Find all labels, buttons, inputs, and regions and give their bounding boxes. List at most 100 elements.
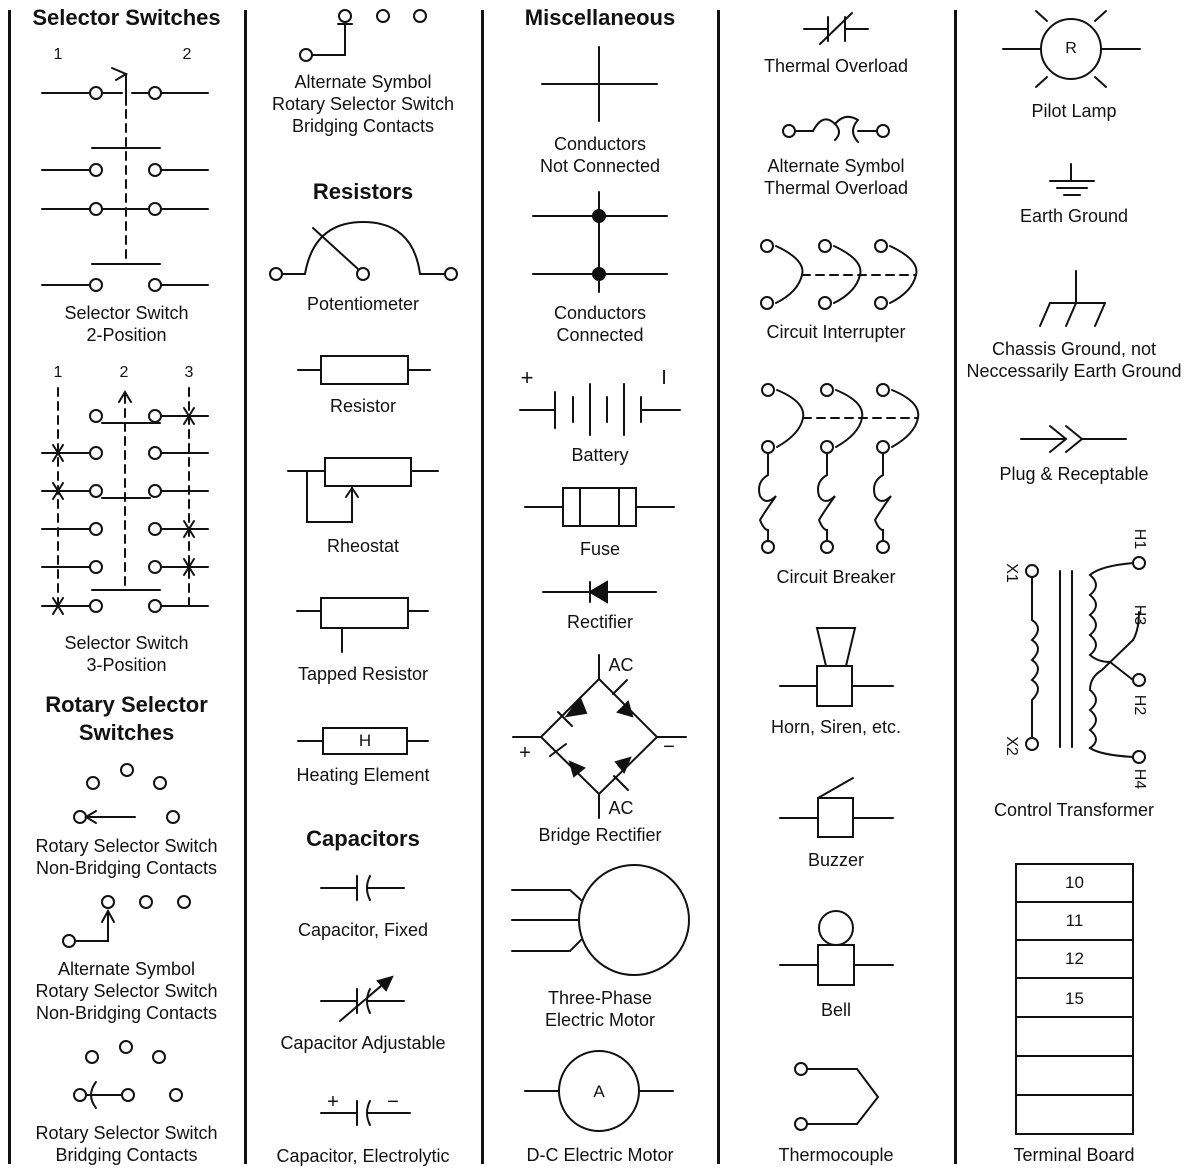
- pilot-lamp-symbol: [1002, 10, 1141, 88]
- thermocouple-symbol: [794, 1062, 880, 1131]
- position-label: 1: [53, 46, 63, 63]
- capacitor-electrolytic-label: Capacitor, Electrolytic: [276, 1146, 450, 1166]
- transformer-terminal-h4: H4: [1131, 768, 1148, 790]
- alt-thermal-overload-symbol: [782, 115, 890, 143]
- fuse-symbol: [524, 487, 675, 527]
- potentiometer-symbol: [269, 220, 458, 281]
- battery-label: Battery: [571, 445, 629, 465]
- conductors-not-connected-label: Conductors Not Connected: [539, 134, 661, 176]
- alt-rotary-bridging-symbol: [299, 9, 427, 62]
- bridge-ac-top-label: AC: [608, 655, 634, 675]
- capacitor-plus-sign: +: [327, 1091, 339, 1113]
- control-transformer-symbol: [1025, 556, 1146, 764]
- alt-rotary-nonbridging-symbol: [62, 895, 191, 948]
- column-divider: [244, 10, 247, 1164]
- three-phase-motor-symbol: [511, 864, 690, 976]
- conductors-connected-label: Conductors Connected: [553, 303, 647, 345]
- circuit-breaker-label: Circuit Breaker: [776, 567, 896, 587]
- battery-plus-sign: +: [520, 365, 534, 390]
- transformer-terminal-h1: H1: [1131, 528, 1148, 550]
- column-divider: [717, 10, 720, 1164]
- bridge-rectifier-label: Bridge Rectifier: [538, 825, 662, 845]
- position-label: 1: [53, 364, 63, 381]
- section-title-capacitors: Capacitors: [306, 826, 420, 851]
- battery-symbol: [519, 383, 681, 436]
- terminal-board-symbol: [1015, 863, 1134, 1135]
- terminal-board-label: Terminal Board: [1013, 1145, 1135, 1165]
- earth-ground-symbol: [1049, 163, 1095, 196]
- chassis-ground-label: Chassis Ground, not Neccessarily Earth G…: [966, 339, 1182, 381]
- capacitor-electrolytic-symbol: [320, 1100, 411, 1126]
- bridge-ac-bottom-label: AC: [608, 798, 634, 818]
- transformer-terminal-h2: H2: [1131, 694, 1148, 716]
- section-title-miscellaneous: Miscellaneous: [524, 5, 676, 30]
- column-divider: [481, 10, 484, 1164]
- position-label: 3: [184, 364, 194, 381]
- selector-switch-2pos-symbol: [41, 67, 209, 292]
- earth-ground-label: Earth Ground: [1019, 206, 1129, 226]
- heating-element-symbol: [297, 727, 429, 755]
- circuit-interrupter-label: Circuit Interrupter: [766, 322, 906, 342]
- conductors-not-connected-symbol: [541, 46, 658, 122]
- circuit-breaker-symbol: [758, 383, 920, 554]
- bell-label: Bell: [820, 1000, 851, 1020]
- rotary-nonbridging-label: Rotary Selector Switch Non-Bridging Cont…: [35, 836, 218, 878]
- rheostat-symbol: [287, 457, 439, 523]
- conductors-connected-symbol: [532, 191, 668, 293]
- pilot-lamp-label: Pilot Lamp: [1031, 101, 1117, 121]
- terminal-board-cell: 15: [1065, 989, 1084, 1008]
- terminal-board-cell: 11: [1065, 911, 1084, 930]
- selector-switch-2pos-label: Selector Switch 2-Position: [64, 303, 189, 345]
- potentiometer-label: Potentiometer: [306, 294, 420, 314]
- dc-motor-letter: A: [593, 1082, 605, 1101]
- bell-symbol: [779, 910, 894, 986]
- bridge-rectifier-symbol: [512, 654, 687, 819]
- capacitor-adjustable-symbol: [320, 975, 405, 1022]
- column-divider: [954, 10, 957, 1164]
- section-title-resistors: Resistors: [312, 179, 414, 204]
- bridge-plus-sign: +: [519, 742, 531, 764]
- capacitor-adjustable-label: Capacitor Adjustable: [280, 1033, 446, 1053]
- circuit-interrupter-symbol: [760, 239, 918, 310]
- plug-receptacle-symbol: [1020, 425, 1127, 453]
- tapped-resistor-symbol: [296, 597, 429, 653]
- capacitor-minus-sign: −: [387, 1091, 399, 1113]
- capacitor-fixed-symbol: [320, 875, 405, 901]
- section-title-rotary-selector-switches: Rotary Selector Switches: [45, 692, 208, 745]
- terminal-board-cell: 10: [1065, 873, 1084, 892]
- rotary-bridging-label: Rotary Selector Switch Bridging Contacts: [35, 1123, 218, 1165]
- alt-rotary-nonbridging-label: Alternate Symbol Rotary Selector Switch …: [35, 959, 218, 1023]
- capacitor-fixed-label: Capacitor, Fixed: [297, 920, 429, 940]
- terminal-board-cell: 12: [1065, 949, 1084, 968]
- heating-element-letter: H: [358, 731, 372, 750]
- battery-minus-sign: I: [661, 367, 667, 389]
- bridge-minus-sign: −: [663, 736, 675, 758]
- buzzer-label: Buzzer: [807, 850, 865, 870]
- selector-switch-3pos-label: Selector Switch 3-Position: [64, 633, 189, 675]
- column-divider: [8, 10, 11, 1164]
- thermal-overload-label: Thermal Overload: [763, 56, 909, 76]
- horn-label: Horn, Siren, etc.: [770, 717, 902, 737]
- chassis-ground-symbol: [1039, 270, 1106, 327]
- rectifier-label: Rectifier: [566, 612, 633, 632]
- rotary-nonbridging-symbol: [73, 763, 180, 824]
- section-title-selector-switches: Selector Switches: [32, 5, 221, 30]
- buzzer-symbol: [779, 777, 894, 838]
- thermal-overload-symbol: [803, 12, 869, 45]
- transformer-terminal-x1: X1: [1003, 563, 1020, 583]
- transformer-terminal-h3: H3: [1131, 604, 1148, 626]
- resistor-label: Resistor: [329, 396, 396, 416]
- rotary-bridging-symbol: [73, 1040, 183, 1109]
- resistor-symbol: [297, 355, 431, 385]
- pilot-lamp-letter: R: [1065, 40, 1077, 57]
- position-label: 2: [119, 364, 129, 381]
- horn-symbol: [779, 627, 894, 707]
- tapped-resistor-label: Tapped Resistor: [297, 664, 429, 684]
- alt-rotary-bridging-label: Alternate Symbol Rotary Selector Switch …: [271, 72, 455, 136]
- transformer-terminal-x2: X2: [1003, 736, 1020, 756]
- heating-element-label: Heating Element: [296, 765, 430, 785]
- dc-motor-label: D-C Electric Motor: [526, 1145, 674, 1165]
- rheostat-label: Rheostat: [326, 536, 400, 556]
